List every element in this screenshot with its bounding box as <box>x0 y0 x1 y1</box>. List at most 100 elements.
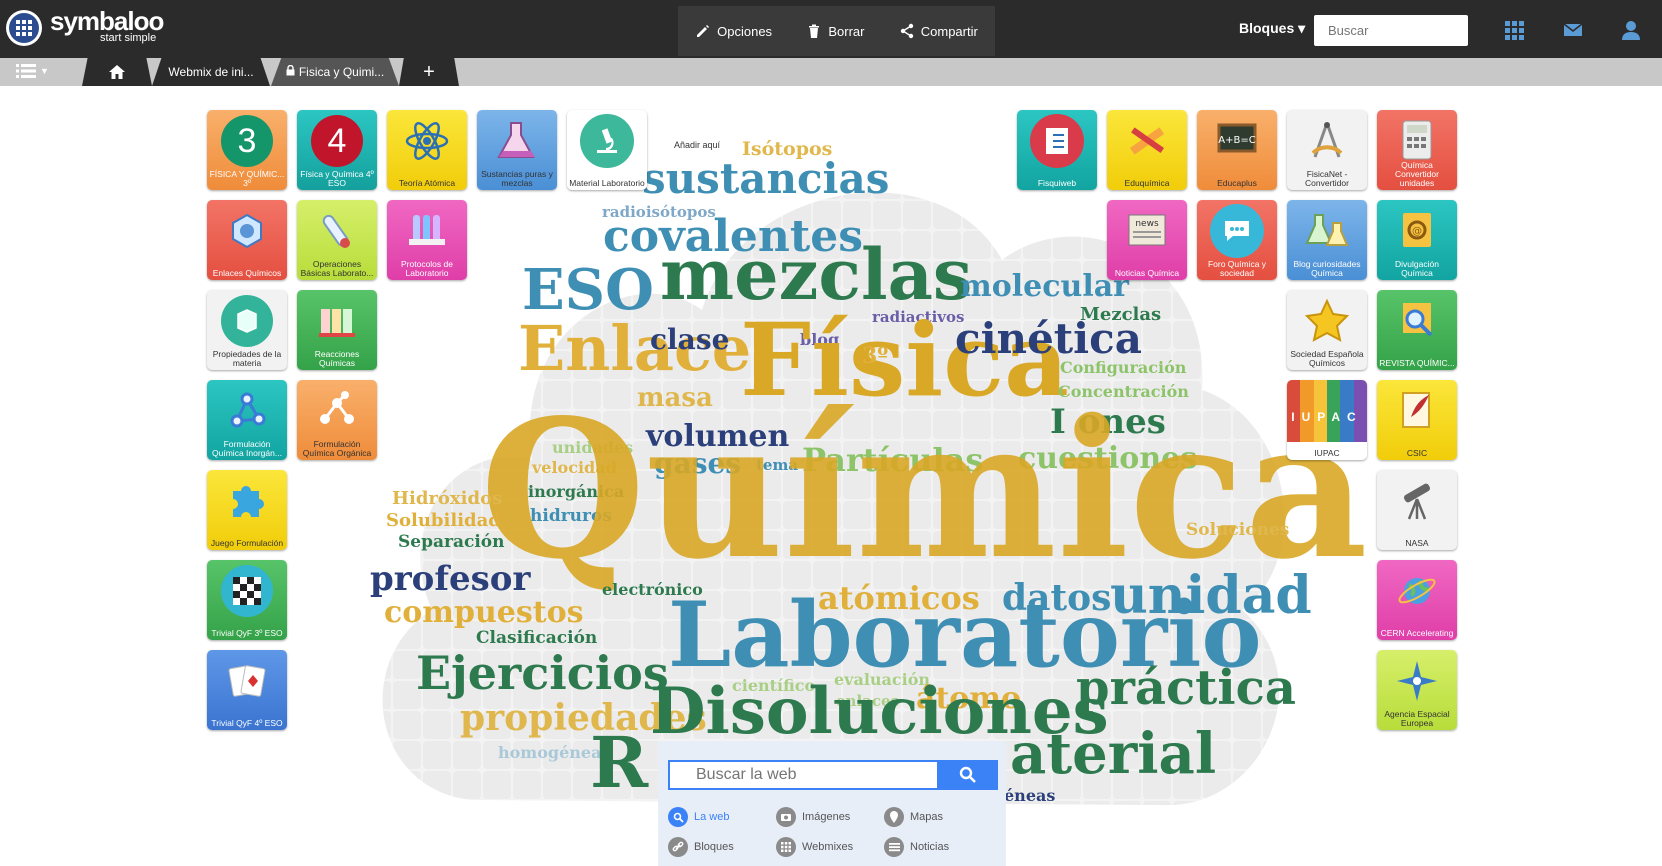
tile-quimica-convertidor[interactable]: Química Convertidor unidades <box>1377 110 1457 190</box>
cloud-word: masa <box>637 383 713 413</box>
tab-fisica-quimica[interactable]: Fisica y Quimi... <box>271 58 399 86</box>
webmix-toolbar: Opciones Borrar Compartir <box>678 6 995 56</box>
share-icon <box>900 23 913 39</box>
search-icon <box>959 766 976 783</box>
tile-formulacion-inorganica[interactable]: Formulación Química Inorgán... <box>207 380 287 460</box>
web-search-button[interactable] <box>938 760 998 790</box>
tile-agencia-espacial-europea[interactable]: Agencia Espacial Europea <box>1377 650 1457 730</box>
cloud-word: unidades <box>552 438 634 457</box>
cloud-word: Isótopos <box>742 138 833 160</box>
cloud-word: Separación <box>398 532 505 552</box>
tile-trivial-3-eso[interactable]: Trivial QyF 3º ESO <box>207 560 287 640</box>
map-pin-icon <box>884 807 904 827</box>
tile-sustancias-puras[interactable]: Sustancias puras y mezclas <box>477 110 557 190</box>
checklist-icon <box>1030 114 1084 168</box>
cloud-word: radioisótopos <box>602 203 716 221</box>
tile-fisica-quimica-4[interactable]: 4 Física y Química 4º ESO <box>297 110 377 190</box>
tile-fisica-quimica-3[interactable]: 3 FÍSICA Y QUÍMIC... 3º <box>207 110 287 190</box>
search-option-web[interactable]: La web <box>668 807 729 827</box>
app-logo[interactable]: symbaloo start simple <box>50 6 164 44</box>
app-name: symbaloo <box>50 6 164 36</box>
tile-label: Blog curiosidades Química <box>1293 259 1361 278</box>
webmix-menu-button[interactable]: ▼ <box>16 63 49 79</box>
search-option-images[interactable]: Imágenes <box>776 807 850 827</box>
search-option-maps[interactable]: Mapas <box>884 807 943 827</box>
tile-label: NASA <box>1405 538 1429 548</box>
tab-webmix-inicio[interactable]: Webmix de ini... <box>152 58 270 86</box>
search-option-webmixes[interactable]: Webmixes <box>776 837 853 857</box>
tile-label: Noticias Química <box>1114 268 1180 278</box>
tile-juego-formulacion[interactable]: Juego Formulación <box>207 470 287 550</box>
tile-educaplus[interactable]: A+B=C Educaplus <box>1197 110 1277 190</box>
cloud-word: hidruros <box>530 506 612 526</box>
tile-formulacion-organica[interactable]: Formulación Química Orgánica <box>297 380 377 460</box>
tile-noticias-quimica[interactable]: news Noticias Química <box>1107 200 1187 280</box>
web-search-input[interactable] <box>668 760 939 790</box>
symbaloo-logo-icon[interactable] <box>6 10 42 46</box>
tile-label: CERN Accelerating <box>1380 628 1454 638</box>
add-tab-button[interactable]: + <box>399 58 459 86</box>
cloud-word: covalentes <box>603 211 864 262</box>
cloud-word: científico <box>732 676 816 695</box>
tile-trivial-4-eso[interactable]: Trivial QyF 4º ESO <box>207 650 287 730</box>
tile-blog-curiosidades[interactable]: Blog curiosidades Química <box>1287 200 1367 280</box>
mail-icon[interactable] <box>1562 19 1584 41</box>
tile-label: Química Convertidor unidades <box>1395 160 1439 188</box>
tile-material-laboratorio[interactable]: Material Laboratorio <box>567 110 647 190</box>
tile-eduquimica[interactable]: Eduquímica <box>1107 110 1187 190</box>
cloud-word: electrónico <box>602 580 703 599</box>
tile-cern[interactable]: CERN Accelerating <box>1377 560 1457 640</box>
cloud-word: éneas <box>1004 786 1056 805</box>
top-bar: symbaloo start simple Opciones Borrar Co… <box>0 0 1662 58</box>
tile-reacciones-quimicas[interactable]: Reacciones Químicas <box>297 290 377 370</box>
cloud-word: Disoluciones <box>650 674 1109 749</box>
cloud-word: datos <box>1002 577 1112 619</box>
user-icon[interactable] <box>1620 19 1642 41</box>
tile-nasa[interactable]: NASA <box>1377 470 1457 550</box>
search-icon <box>668 807 688 827</box>
cloud-word: mezclas <box>660 233 973 316</box>
compass-star-icon <box>1397 661 1437 701</box>
top-search-input[interactable] <box>1314 15 1468 46</box>
cloud-word: I ones <box>1050 402 1166 442</box>
tile-revista-quimica[interactable]: REVISTA QUÍMIC... <box>1377 290 1457 370</box>
delete-button[interactable]: Borrar <box>806 23 864 39</box>
tile-teoria-atomica[interactable]: Teoría Atómica <box>387 110 467 190</box>
cloud-word: Enlace <box>518 312 752 385</box>
tile-foro-quimica[interactable]: Foro Química y sociedad <box>1197 200 1277 280</box>
tile-csic[interactable]: CSIC <box>1377 380 1457 460</box>
tile-divulgacion-quimica[interactable]: @ Divulgación Química <box>1377 200 1457 280</box>
star-icon <box>1304 298 1350 342</box>
bloques-dropdown[interactable]: Bloques ▾ <box>1239 20 1306 36</box>
share-button[interactable]: Compartir <box>899 23 978 39</box>
tile-protocolos-laboratorio[interactable]: Protocolos de Laboratorio <box>387 200 467 280</box>
search-option-news[interactable]: Noticias <box>884 837 949 857</box>
flask-icon <box>497 122 535 158</box>
tile-enlaces-quimicos[interactable]: Enlaces Químicos <box>207 200 287 280</box>
globe-satellite-icon <box>1398 578 1436 604</box>
cloud-word: Ejercicios <box>416 646 669 700</box>
organic-molecule-icon <box>320 391 354 424</box>
cloud-word: clase <box>650 323 730 356</box>
tile-operaciones-basicas[interactable]: Operaciones Básicas Laborato... <box>297 200 377 280</box>
tile-fisicanet[interactable]: FisicaNet - Convertidor <box>1287 110 1367 190</box>
cloud-word: enlaces <box>836 692 899 710</box>
tile-label: Enlaces Químicos <box>212 268 282 278</box>
tile-label: Material Laboratorio <box>569 178 645 188</box>
cloud-word: propiedades <box>460 697 707 739</box>
app-tagline: start simple <box>100 32 157 44</box>
options-button[interactable]: Opciones <box>695 23 772 39</box>
apps-grid-icon[interactable] <box>1503 19 1525 41</box>
tile-iupac[interactable]: IUPAC IUPAC <box>1287 380 1367 460</box>
add-here-label[interactable]: Añadir aquí <box>674 140 721 150</box>
tile-propiedades-materia[interactable]: Propiedades de la materia <box>207 290 287 370</box>
cloud-word: profesor <box>370 559 531 599</box>
tile-sociedad-espanola-quimicos[interactable]: Sociedad Española Químicos <box>1287 290 1367 370</box>
search-option-bloques[interactable]: Bloques <box>668 837 734 857</box>
cloud-word: compuestos <box>384 595 584 630</box>
tab-home[interactable] <box>82 58 152 86</box>
lab-flasks-icon <box>1305 214 1349 246</box>
tile-fisquiweb[interactable]: Fisquiweb <box>1017 110 1097 190</box>
plus-icon: + <box>423 60 435 83</box>
cloud-word: Laboratorio <box>668 582 1262 688</box>
